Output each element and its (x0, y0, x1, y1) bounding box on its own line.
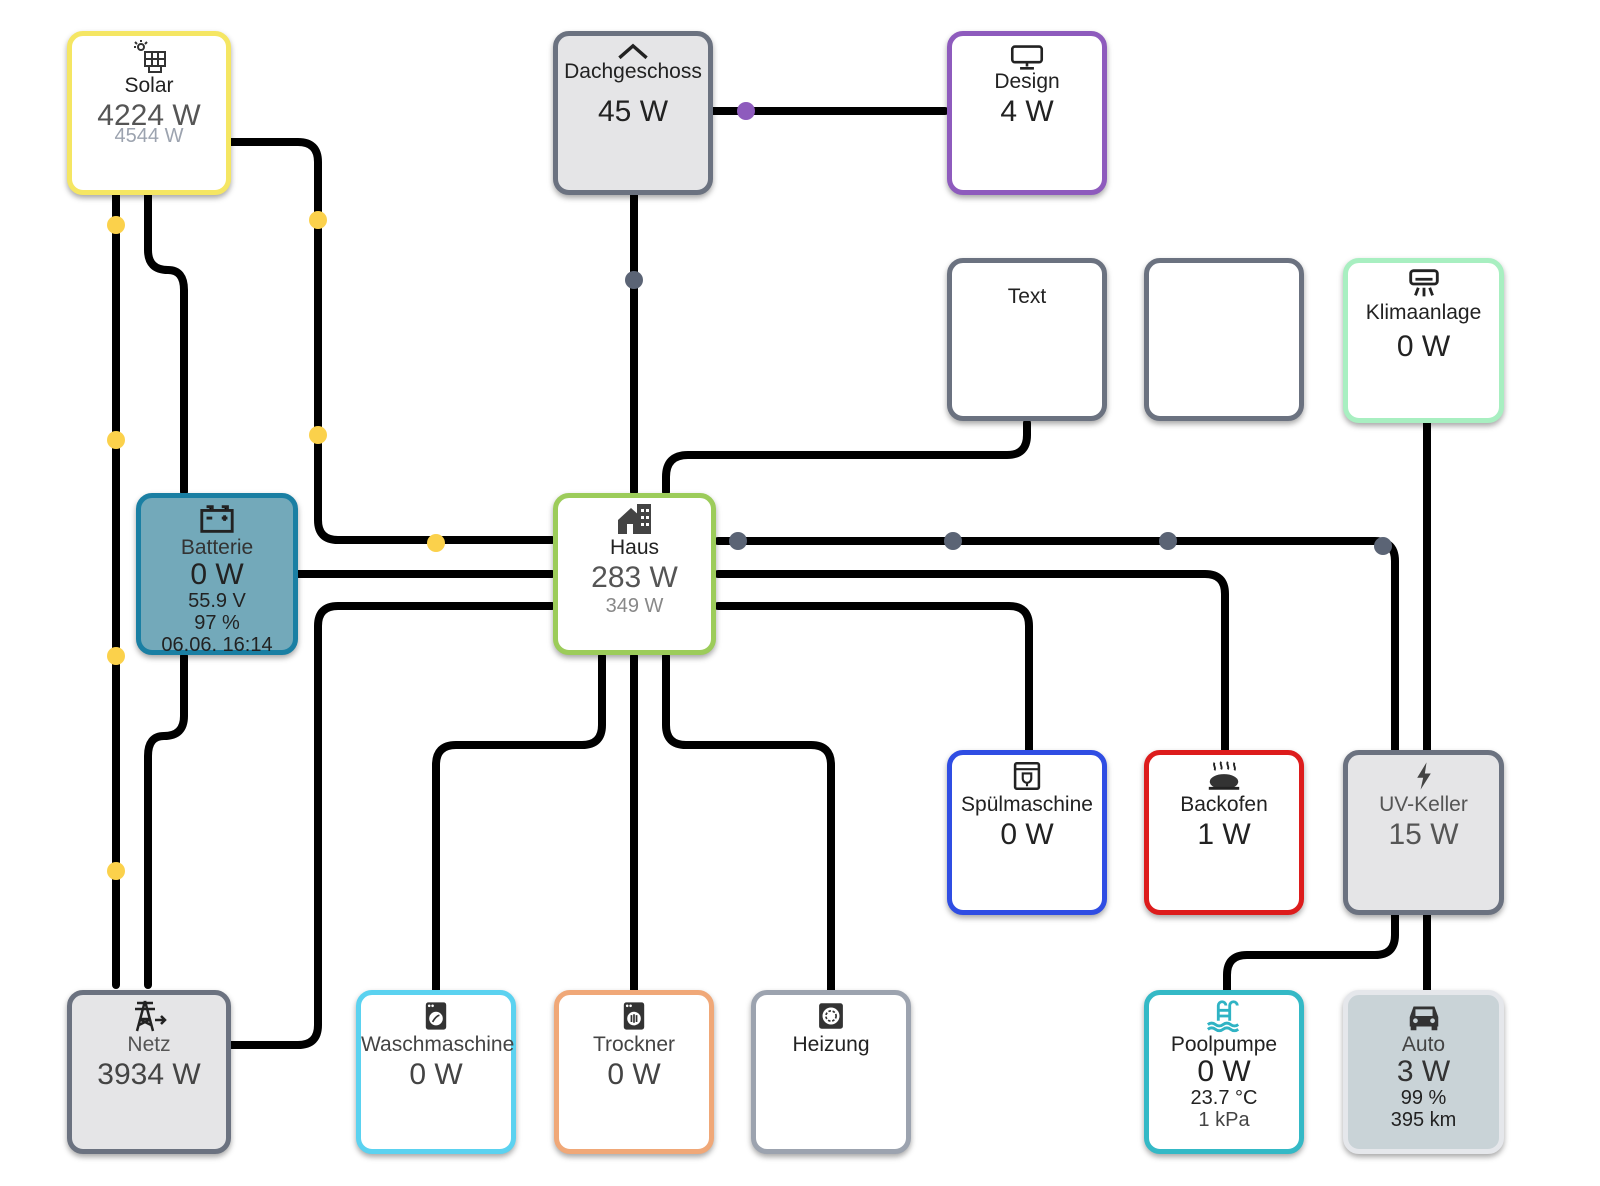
flow-haus-backofen (714, 570, 1229, 754)
haus-secondary: 349 W (605, 595, 664, 617)
car-icon (1409, 1006, 1438, 1031)
flow-dot (737, 102, 755, 120)
flow-batterie-netz (144, 652, 188, 989)
netz-name: Netz (127, 1033, 171, 1056)
klimaanlage-power: 0 W (1396, 330, 1451, 363)
solar-secondary: 4544 W (114, 125, 184, 147)
spuelmaschine-power: 0 W (1000, 818, 1054, 851)
batterie-voltage: 55.9 V (188, 590, 246, 612)
batterie-node[interactable]: Batterie 0 W 55.9 V 97 % 06.06. 16:14 (136, 493, 298, 656)
text-name: Text (1007, 285, 1047, 308)
poolpumpe-power: 0 W (1197, 1055, 1251, 1088)
trockner-power: 0 W (607, 1058, 661, 1091)
flow-haus-wasch (432, 652, 606, 994)
netz-power: 3934 W (97, 1058, 201, 1091)
backofen-name: Backofen (1180, 793, 1268, 816)
uvkeller-name: UV-Keller (1379, 793, 1468, 816)
solar-power: 4224 W (97, 99, 201, 132)
solar-panel-icon (134, 40, 166, 73)
flow-dot (107, 431, 125, 449)
home-icon (617, 504, 651, 534)
auto-range: 395 km (1390, 1109, 1457, 1131)
flow-dot (309, 426, 327, 444)
poolpumpe-pressure: 1 kPa (1198, 1109, 1250, 1131)
auto-node[interactable]: Auto 3 W 99 % 395 km (1343, 990, 1504, 1154)
air-conditioner-icon (1408, 269, 1439, 297)
poolpumpe-node[interactable]: Poolpumpe 0 W 23.7 °C 1 kPa (1144, 990, 1304, 1154)
empty-node[interactable] (1144, 258, 1304, 421)
flow-dot (729, 532, 747, 550)
flow-text-haus (662, 419, 1031, 496)
auto-soc: 99 % (1400, 1087, 1447, 1109)
heizung-node[interactable]: Heizung (751, 990, 911, 1154)
design-node[interactable]: Design 4 W (947, 31, 1107, 195)
flow-dot (309, 211, 327, 229)
auto-power: 3 W (1396, 1055, 1451, 1088)
heater-icon (819, 1003, 843, 1029)
uvkeller-power: 15 W (1388, 818, 1459, 851)
flow-netz-haus (227, 602, 556, 1049)
heizung-name: Heizung (792, 1033, 870, 1056)
oven-icon (1208, 761, 1240, 790)
solar-node[interactable]: Solar 4224 W 4544 W (67, 31, 231, 195)
text-node[interactable]: Text (947, 258, 1107, 421)
dachgeschoss-node[interactable]: Dachgeschoss 45 W (553, 31, 713, 195)
dachgeschoss-power: 45 W (597, 95, 669, 128)
spuelmaschine-name: Spülmaschine (961, 793, 1093, 816)
roof-icon (618, 43, 648, 60)
auto-name: Auto (1401, 1033, 1446, 1056)
klimaanlage-name: Klimaanlage (1365, 301, 1482, 324)
netz-node[interactable]: Netz 3934 W (67, 990, 231, 1154)
waschmaschine-power: 0 W (409, 1058, 463, 1091)
backofen-node[interactable]: Backofen 1 W (1144, 750, 1304, 915)
batterie-power: 0 W (190, 558, 244, 591)
dishwasher-icon (1013, 761, 1041, 791)
flow-haus-heizung (662, 652, 835, 994)
solar-name: Solar (124, 74, 174, 97)
batterie-name: Batterie (180, 536, 254, 559)
poolpumpe-temp: 23.7 °C (1190, 1087, 1258, 1109)
haus-name: Haus (609, 536, 660, 559)
flow-solar-batterie (144, 191, 188, 496)
waschmaschine-node[interactable]: Waschmaschine 0 W (356, 990, 516, 1154)
flow-dot (427, 534, 445, 552)
dryer-icon (623, 1002, 645, 1030)
backofen-power: 1 W (1197, 818, 1251, 851)
haus-power: 283 W (591, 561, 678, 594)
flow-dot (625, 271, 643, 289)
klimaanlage-node[interactable]: Klimaanlage 0 W (1343, 258, 1504, 423)
spuelmaschine-node[interactable]: Spülmaschine 0 W (947, 750, 1107, 915)
design-power: 4 W (1000, 95, 1054, 128)
dachgeschoss-name: Dachgeschoss (564, 60, 702, 83)
monitor-icon (1010, 45, 1044, 70)
flow-haus-spuel (714, 602, 1033, 754)
design-name: Design (994, 70, 1060, 93)
battery-icon (200, 505, 234, 533)
lightning-icon (1416, 762, 1431, 790)
trockner-node[interactable]: Trockner 0 W (554, 990, 714, 1154)
waschmaschine-name: Waschmaschine (361, 1033, 515, 1056)
flow-dot (107, 862, 125, 880)
trockner-name: Trockner (592, 1033, 676, 1056)
flow-dot (1374, 537, 1392, 555)
flow-uvkeller-pool (1223, 911, 1399, 994)
uvkeller-node[interactable]: UV-Keller 15 W (1343, 750, 1504, 915)
flow-dot (107, 647, 125, 665)
flow-dot (944, 532, 962, 550)
flow-dot (1159, 532, 1177, 550)
pool-icon (1206, 1000, 1240, 1033)
batterie-time: 06.06. 16:14 (161, 634, 273, 656)
washing-machine-icon (425, 1002, 447, 1030)
flow-solar-haus (227, 138, 556, 544)
poolpumpe-name: Poolpumpe (1170, 1033, 1278, 1056)
batterie-soc: 97 % (194, 612, 240, 634)
haus-node[interactable]: Haus 283 W 349 W (553, 493, 716, 655)
flow-dot (107, 216, 125, 234)
transmission-tower-icon (135, 1000, 167, 1032)
